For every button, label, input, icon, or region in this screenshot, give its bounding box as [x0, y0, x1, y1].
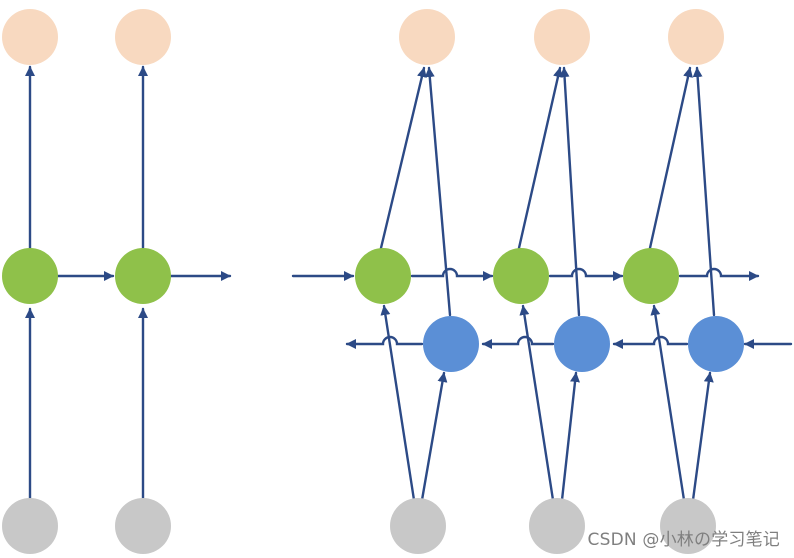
bi-input-to-backward-edge-3 [691, 371, 714, 502]
bi-backward-recurrent-edge-1 [612, 335, 689, 349]
uni-input-node [115, 498, 171, 554]
uni-hidden-node [115, 248, 171, 304]
bi-forward-hidden-node [623, 248, 679, 304]
bi-forward-to-output-edge-2 [517, 66, 563, 250]
bi-backward-recurrent-edge-out [345, 335, 424, 349]
bi-backward-recurrent-edge-2 [481, 335, 555, 349]
watermark-text: CSDN @小林の学习笔记 [587, 530, 780, 550]
bi-output-node [399, 9, 455, 65]
bi-forward-hidden-node [493, 248, 549, 304]
bi-backward-to-output-edge-2 [559, 66, 581, 317]
bi-forward-recurrent-edge-out [678, 267, 760, 281]
uni-input-node [2, 498, 58, 554]
bi-input-to-forward-edge-1 [380, 304, 416, 502]
bi-edges [291, 66, 793, 502]
bi-input-node [529, 498, 585, 554]
bi-forward-recurrent-edge-1 [410, 267, 494, 281]
bi-backward-hidden-node [554, 316, 610, 372]
uni-input-nodes [2, 498, 171, 554]
uni-hidden-nodes [2, 248, 171, 304]
unidirectional-rnn-panel [2, 9, 232, 554]
bi-forward-hidden-node [355, 248, 411, 304]
uni-output-nodes [2, 9, 171, 65]
bi-input-node [390, 498, 446, 554]
bidirectional-rnn-panel [291, 9, 793, 554]
bi-input-nodes [390, 498, 716, 554]
bi-backward-to-output-edge-3 [692, 66, 716, 317]
bi-input-to-backward-edge-2 [560, 371, 580, 502]
uni-output-node [115, 9, 171, 65]
uni-hidden-node [2, 248, 58, 304]
bi-backward-hidden-node [688, 316, 744, 372]
bi-forward-hidden-nodes [355, 248, 679, 304]
uni-output-node [2, 9, 58, 65]
bi-forward-to-output-edge-1 [379, 66, 427, 250]
bi-backward-hidden-nodes [423, 316, 744, 372]
bi-backward-hidden-node [423, 316, 479, 372]
bi-input-node [660, 498, 716, 554]
bi-output-node [534, 9, 590, 65]
bi-input-to-backward-edge-1 [420, 371, 448, 502]
bi-output-node [668, 9, 724, 65]
bi-forward-to-output-edge-3 [648, 66, 693, 250]
bi-forward-recurrent-edge-2 [548, 267, 624, 281]
bi-input-to-forward-edge-2 [519, 304, 555, 502]
uni-edges [25, 65, 232, 502]
bi-output-nodes [399, 9, 724, 65]
bi-input-to-forward-edge-3 [650, 304, 686, 502]
bi-backward-to-output-edge-1 [424, 66, 452, 317]
